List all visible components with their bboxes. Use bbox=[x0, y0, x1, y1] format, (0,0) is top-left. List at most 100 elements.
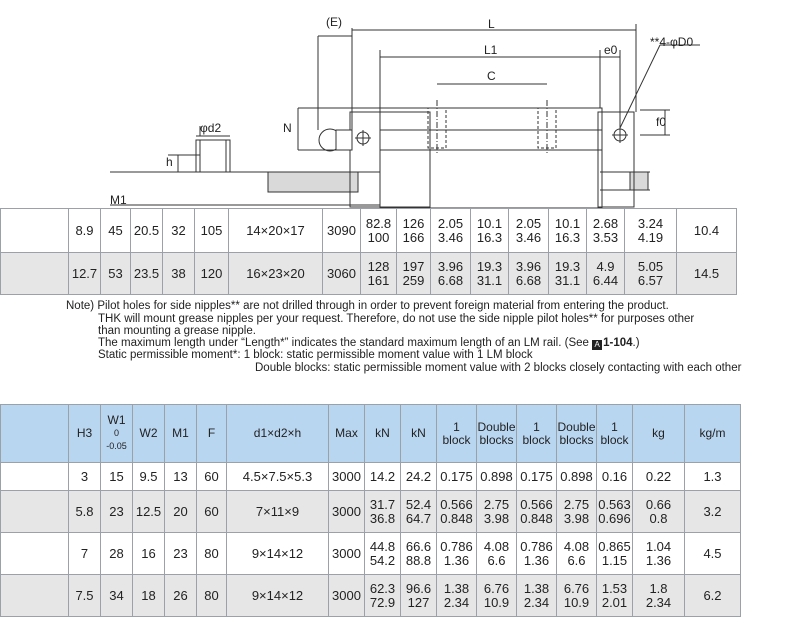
header-kgm: kg/m bbox=[684, 404, 741, 463]
cell-w1: 53 bbox=[100, 252, 131, 295]
cell-mb2: 0.898 bbox=[556, 462, 597, 491]
label-d2: φd2 bbox=[200, 121, 221, 135]
cell-ma2: 0.898 bbox=[476, 462, 517, 491]
cell-m1: 23 bbox=[164, 532, 197, 575]
cell-rail-mass: 14.5 bbox=[676, 252, 737, 295]
label-L: L bbox=[488, 17, 495, 31]
note-line-4-end: .) bbox=[632, 337, 640, 349]
label-N: N bbox=[283, 121, 292, 135]
cell-f: 120 bbox=[194, 252, 229, 295]
cell-f: 60 bbox=[196, 462, 227, 491]
label-C: C bbox=[487, 69, 496, 83]
label-L1: L1 bbox=[484, 43, 498, 57]
row-label-cell bbox=[0, 208, 69, 253]
cell-f: 60 bbox=[196, 490, 227, 533]
cell-d: 7×11×9 bbox=[226, 490, 329, 533]
cell-w2: 9.5 bbox=[132, 462, 165, 491]
technical-drawing: (E) L L1 C e0 **4-φD0 f0 N φd2 h M1 bbox=[110, 15, 700, 209]
cell-rail-mass: 10.4 bbox=[676, 208, 737, 253]
cell-m1: 13 bbox=[164, 462, 197, 491]
label-holes: **4-φD0 bbox=[650, 35, 693, 49]
header-kn-c0: kN bbox=[400, 404, 437, 463]
cell-m1: 20 bbox=[164, 490, 197, 533]
header-max: Max bbox=[328, 404, 365, 463]
cell-w2: 23.5 bbox=[130, 252, 163, 295]
cell-h3: 5.8 bbox=[68, 490, 101, 533]
cell-m1: 38 bbox=[162, 252, 195, 295]
lm-block-body bbox=[379, 107, 603, 209]
label-e0: e0 bbox=[604, 43, 618, 57]
header-h3: H3 bbox=[68, 404, 101, 463]
cell-w1: 34 bbox=[100, 574, 133, 617]
cell-w1: 28 bbox=[100, 532, 133, 575]
rail-end-piece bbox=[267, 171, 359, 193]
label-f0: f0 bbox=[656, 115, 666, 129]
note-line-5: Static permissible moment*: 1 block: sta… bbox=[98, 349, 533, 361]
cell-kgm: 3.2 bbox=[684, 490, 741, 533]
note-line-4: The maximum length under “Length*” indic… bbox=[98, 337, 640, 350]
cell-h1: 12.7 bbox=[68, 252, 101, 295]
cell-mb1: 0.175 bbox=[516, 462, 557, 491]
row-label-cell bbox=[0, 462, 69, 491]
cell-d: 9×14×12 bbox=[226, 532, 329, 575]
cell-max: 3090 bbox=[322, 208, 361, 253]
cell-h3: 3 bbox=[68, 462, 101, 491]
page-ref-link[interactable]: 1-104 bbox=[603, 337, 633, 349]
note-line-1: Note) Pilot holes for side nipples** are… bbox=[66, 300, 669, 312]
cell-max: 3000 bbox=[328, 532, 365, 575]
table-row: 3 15 9.5 13 60 4.5×7.5×5.3 3000 14.2 24.… bbox=[0, 462, 741, 491]
cell-d: 14×20×17 bbox=[228, 208, 323, 253]
cell-mc: 0.16 bbox=[596, 462, 633, 491]
cell-h3: 7 bbox=[68, 532, 101, 575]
cell-w1: 15 bbox=[100, 462, 133, 491]
label-E: (E) bbox=[326, 15, 342, 29]
cell-w2: 16 bbox=[132, 532, 165, 575]
end-plate-right bbox=[597, 111, 635, 208]
row-label-cell bbox=[0, 490, 69, 533]
cell-kg: 0.22 bbox=[632, 462, 685, 491]
cell-d: 16×23×20 bbox=[228, 252, 323, 295]
label-h: h bbox=[166, 155, 173, 169]
cell-kgm: 6.2 bbox=[684, 574, 741, 617]
cell-max: 3000 bbox=[328, 574, 365, 617]
cell-max: 3000 bbox=[328, 462, 365, 491]
cell-max: 3060 bbox=[322, 252, 361, 295]
header-kn-c: kN bbox=[364, 404, 401, 463]
header-f: F bbox=[196, 404, 227, 463]
label-M1: M1 bbox=[110, 193, 127, 207]
note-block: Note) Pilot holes for side nipples** are… bbox=[0, 296, 790, 404]
cell-m1: 26 bbox=[164, 574, 197, 617]
